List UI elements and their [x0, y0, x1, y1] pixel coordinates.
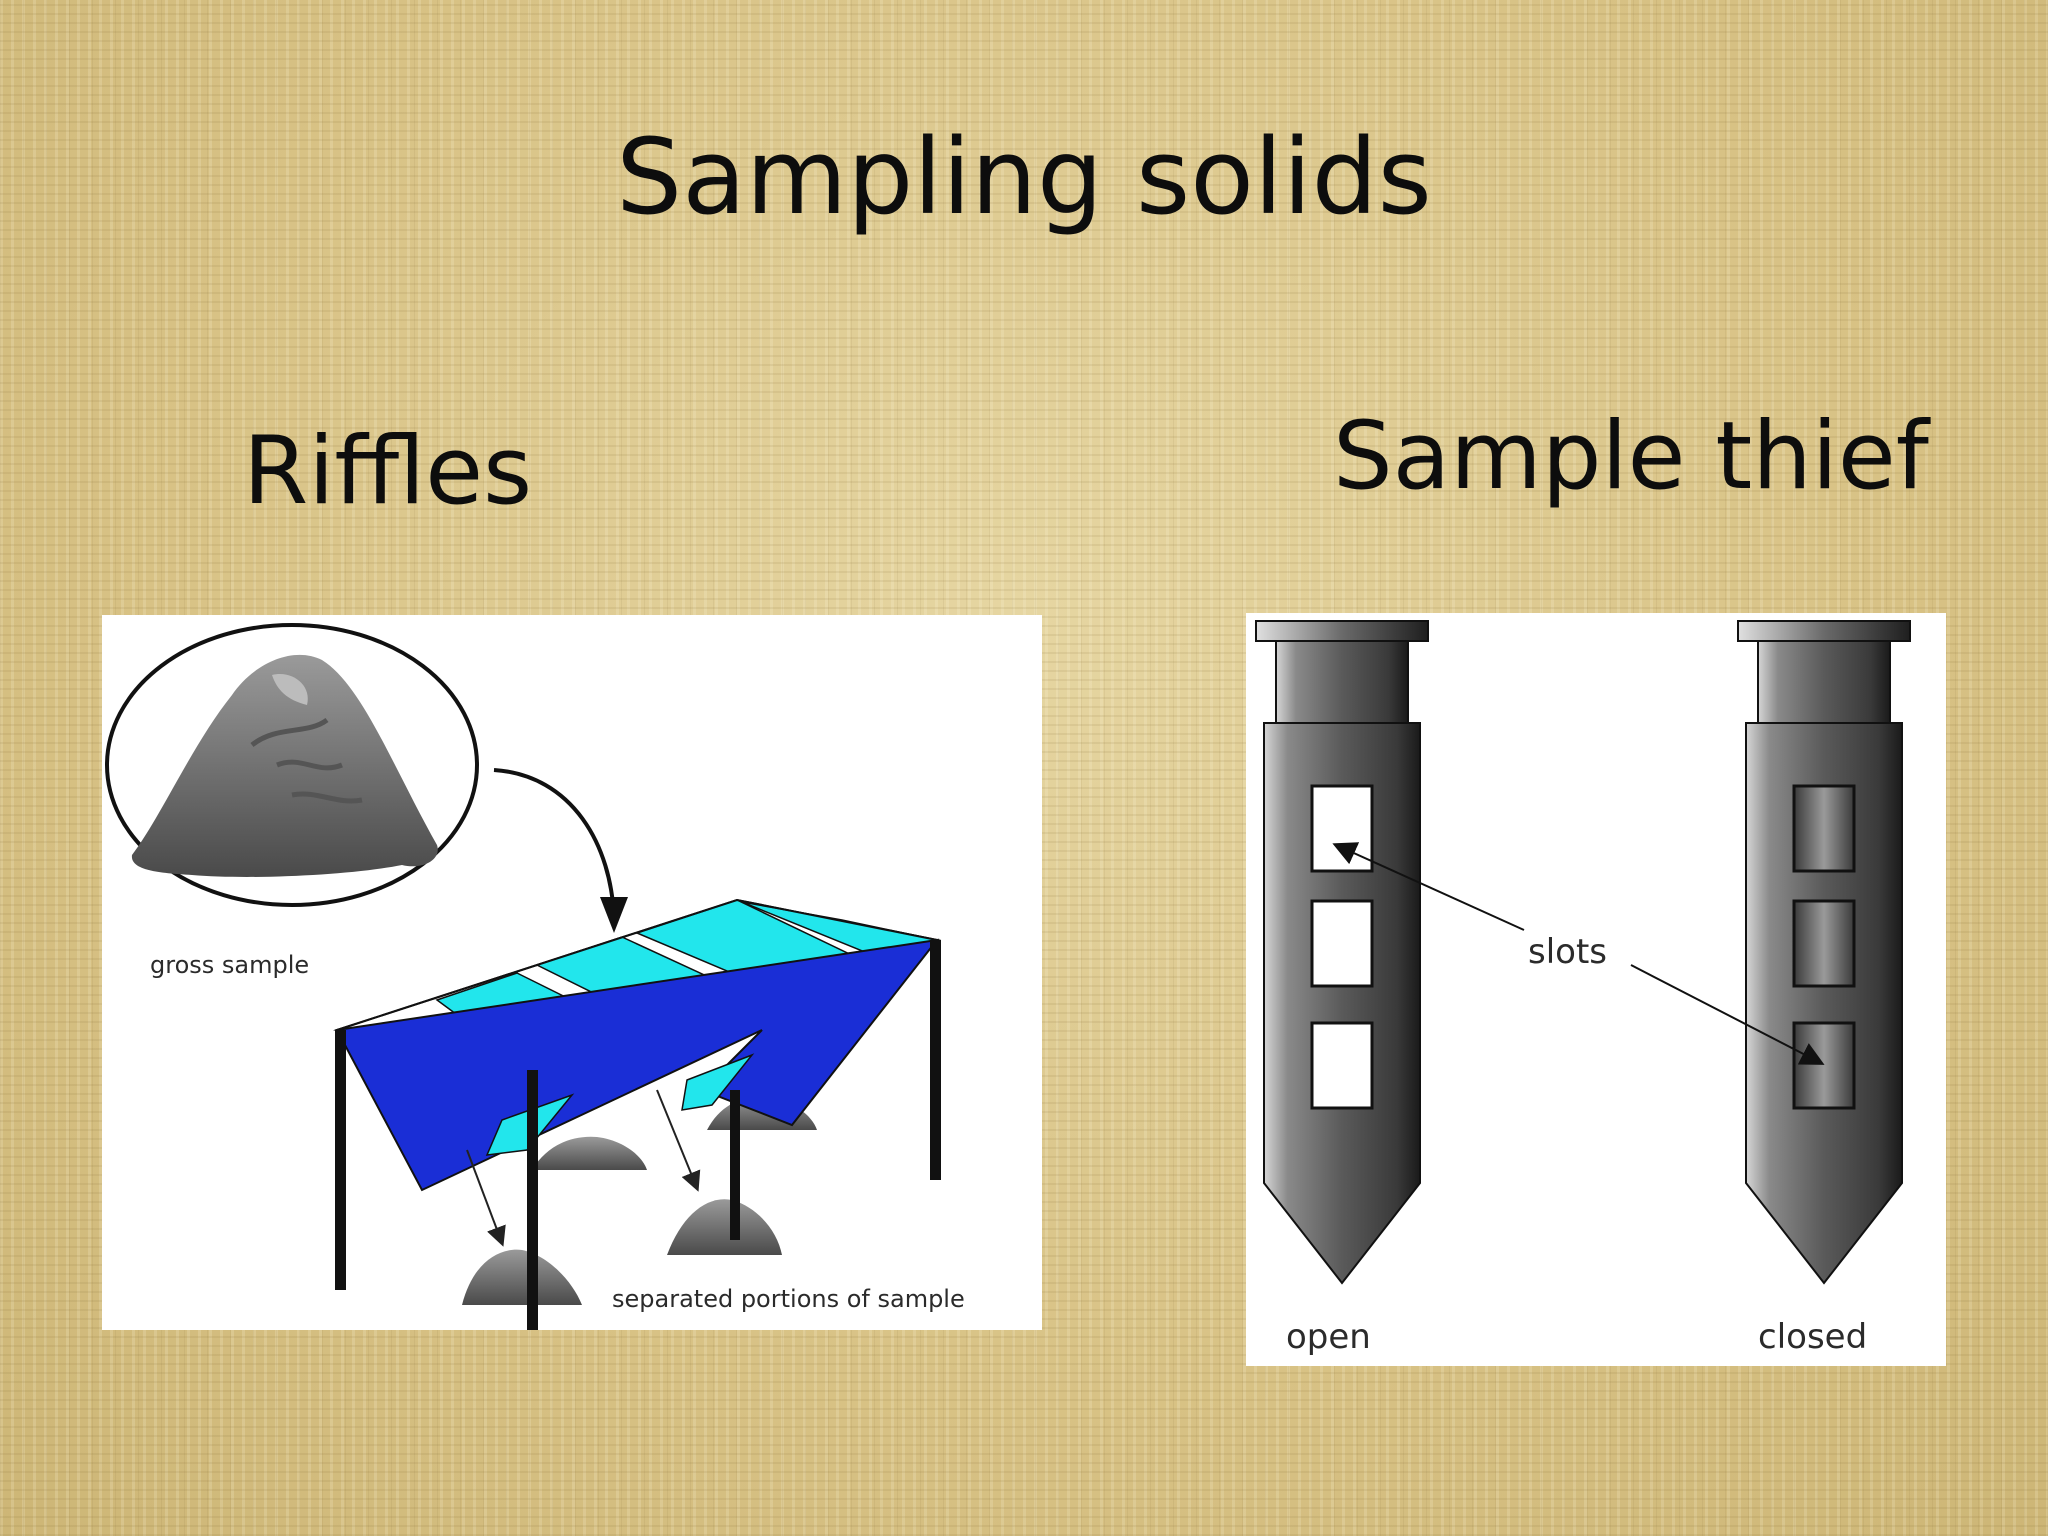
riffle-splitter — [333, 898, 941, 1192]
transfer-arrow-head — [600, 897, 628, 933]
slide-title: Sampling solids — [616, 116, 1432, 238]
riffles-diagram: gross sample — [102, 615, 1042, 1330]
closed-thief-tube — [1737, 620, 1911, 1285]
riffle-leg — [527, 1070, 538, 1330]
closed-label: closed — [1758, 1317, 1867, 1357]
portion-pile — [667, 1199, 782, 1255]
slots-pointer-open — [1332, 842, 1525, 931]
sample-thief-diagram: slots open closed — [1246, 613, 1946, 1366]
riffles-heading: Riffles — [243, 417, 533, 526]
closed-slot — [1792, 784, 1856, 873]
drop-arrow — [656, 1089, 701, 1192]
open-slot — [1310, 1021, 1374, 1110]
open-label: open — [1286, 1317, 1371, 1357]
gross-sample-label: gross sample — [150, 951, 309, 979]
sample-thief-illustration: slots open closed — [1255, 620, 1911, 1357]
open-slot — [1310, 899, 1374, 988]
closed-slot — [1792, 1021, 1856, 1110]
riffle-leg — [730, 1090, 740, 1240]
portion-pile — [532, 1136, 647, 1170]
open-thief-tube — [1255, 620, 1429, 1285]
riffle-leg — [930, 940, 941, 1180]
portion-pile — [462, 1249, 582, 1305]
riffles-illustration: gross sample — [105, 623, 965, 1330]
slots-label: slots — [1528, 932, 1607, 972]
slots-pointer-closed — [1630, 964, 1825, 1065]
riffle-leg — [335, 1030, 346, 1290]
sample-thief-heading: Sample thief — [1333, 402, 1929, 511]
closed-slot — [1792, 899, 1856, 988]
gross-sample-circle — [105, 623, 479, 907]
separated-portions-label: separated portions of sample — [612, 1285, 965, 1313]
drop-arrow — [466, 1149, 506, 1247]
transfer-arrow — [493, 768, 616, 921]
